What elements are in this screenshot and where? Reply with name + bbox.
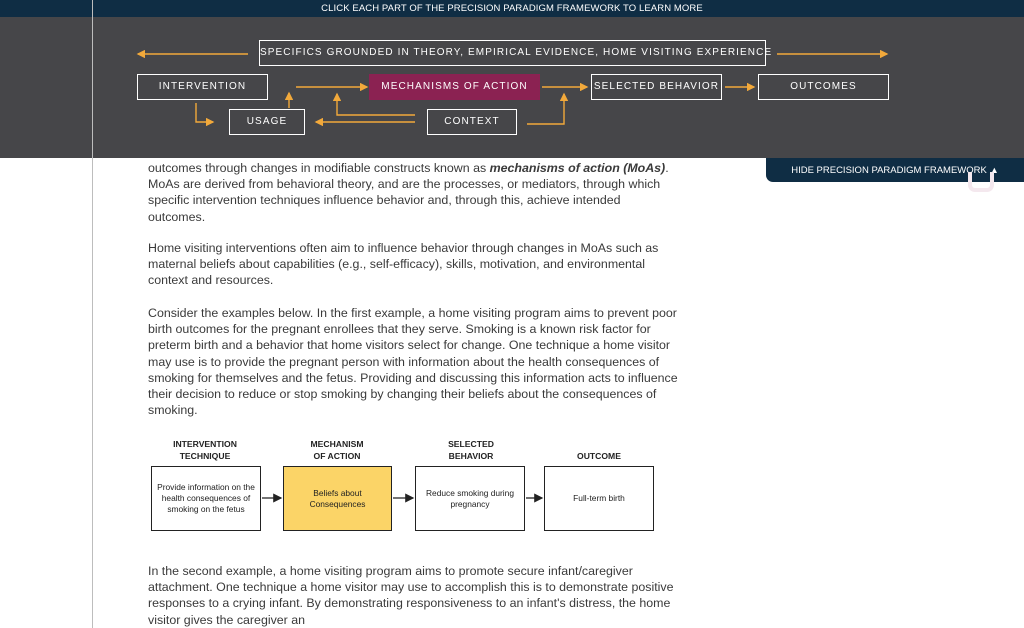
diagram-box-outcome: Full-term birth <box>544 466 654 531</box>
framework-specifics-box[interactable]: SPECIFICS GROUNDED IN THEORY, EMPIRICAL … <box>259 40 771 66</box>
framework-outcomes-button[interactable]: OUTCOMES <box>758 74 889 100</box>
p1-text-end: . MoAs are derived from behavioral theor… <box>148 161 669 224</box>
diagram-box-intervention: Provide information on the health conseq… <box>151 466 261 531</box>
heading-line: MECHANISM <box>310 439 364 449</box>
paragraph-moas-examples: Home visiting interventions often aim to… <box>148 241 659 288</box>
diagram-box-mechanism: Beliefs about Consequences <box>283 466 392 531</box>
diagram-heading-mechanism: MECHANISM OF ACTION <box>283 439 391 462</box>
heading-line: INTERVENTION <box>173 439 237 449</box>
diagram-heading-behavior: SELECTED BEHAVIOR <box>416 439 526 462</box>
paragraph-attachment-example: In the second example, a home visiting p… <box>148 564 674 627</box>
diagram-box-behavior: Reduce smoking during pregnancy <box>415 466 525 531</box>
decorative-shape <box>968 172 994 192</box>
heading-line: SELECTED <box>448 439 494 449</box>
arrow-intervention-usage <box>195 103 215 127</box>
framework-instruction-banner: CLICK EACH PART OF THE PRECISION PARADIG… <box>0 0 1024 17</box>
p1-text-start: outcomes through changes in modifiable c… <box>148 161 490 175</box>
framework-arrows <box>136 49 889 127</box>
content-left-divider <box>92 0 93 628</box>
heading-line: BEHAVIOR <box>448 450 494 461</box>
framework-usage-button[interactable]: USAGE <box>229 109 305 135</box>
framework-intervention-button[interactable]: INTERVENTION <box>137 74 268 100</box>
precision-paradigm-framework: CLICK EACH PART OF THE PRECISION PARADIG… <box>0 0 1024 158</box>
diagram-heading-outcome: OUTCOME <box>544 451 654 463</box>
hide-framework-button[interactable]: HIDE PRECISION PARADIGM FRAMEWORK▲ <box>766 158 1024 182</box>
arrow-context-mechanisms <box>332 92 415 116</box>
paragraph-smoking-example: Consider the examples below. In the firs… <box>148 306 678 418</box>
paragraph-moas-definition: outcomes through changes in modifiable c… <box>148 160 678 225</box>
heading-line: TECHNIQUE <box>179 450 231 461</box>
heading-line: OUTCOME <box>577 451 621 461</box>
arrow-context-selected <box>527 92 569 125</box>
framework-context-button[interactable]: CONTEXT <box>427 109 517 135</box>
framework-selected-behavior-button[interactable]: SELECTED BEHAVIOR <box>591 74 722 100</box>
moas-emphasis: mechanisms of action (MoAs) <box>489 161 666 175</box>
framework-mechanisms-button[interactable]: MECHANISMS OF ACTION <box>369 74 540 100</box>
chevron-up-icon: ▲ <box>989 165 999 175</box>
diagram-heading-intervention: INTERVENTION TECHNIQUE <box>150 439 260 462</box>
heading-line: OF ACTION <box>313 450 361 461</box>
hide-framework-label: HIDE PRECISION PARADIGM FRAMEWORK <box>791 165 987 176</box>
